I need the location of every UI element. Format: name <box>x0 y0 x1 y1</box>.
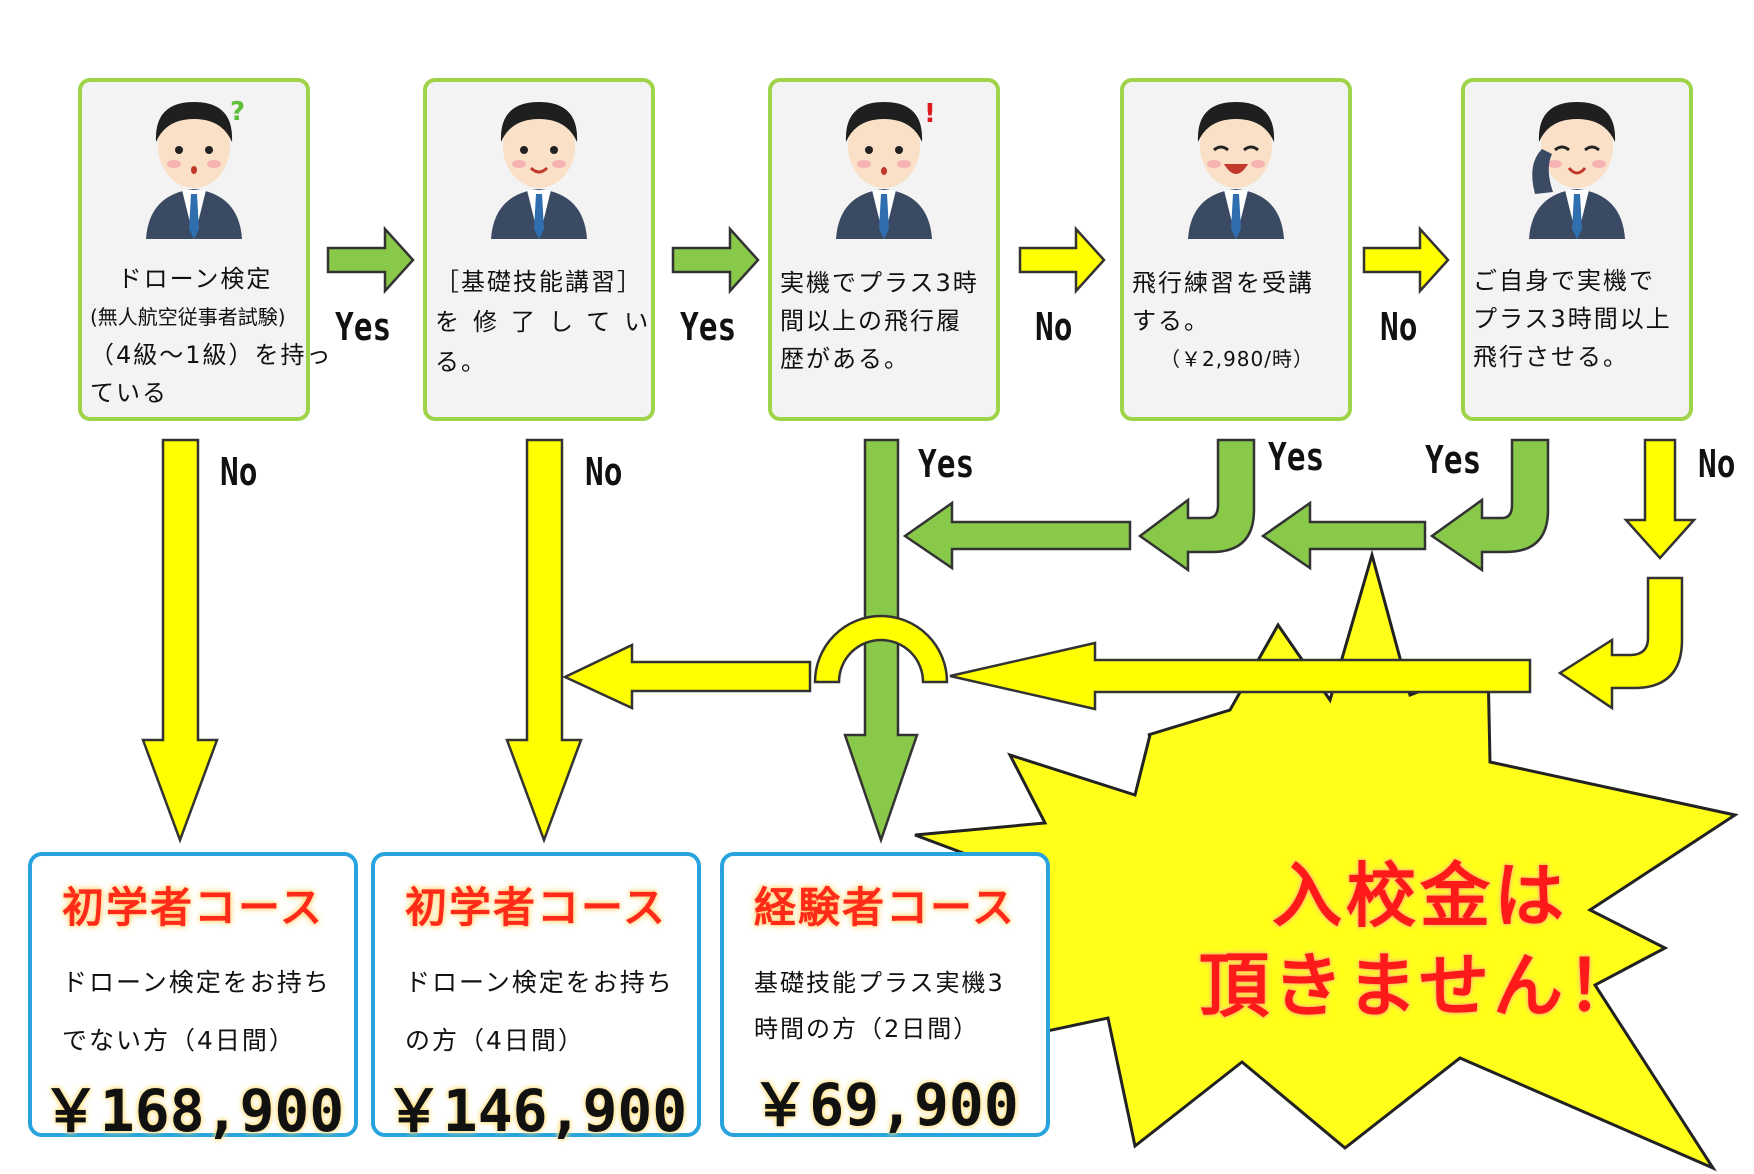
person-exclaim-icon: ! <box>836 99 936 239</box>
step-4-line-2: する。 <box>1132 307 1210 335</box>
label-yes-1: Yes <box>335 305 392 349</box>
label-no-1: No <box>220 450 258 494</box>
course-2-desc-2: の方（4日間） <box>405 1026 585 1055</box>
step-card-basic-training: ［基礎技能講習］ を修了してい る。 <box>423 78 655 421</box>
course-1-desc-2: でない方（4日間） <box>62 1026 296 1055</box>
step-2-line-2: を修了してい <box>435 308 663 336</box>
svg-text:!: ! <box>924 99 936 129</box>
step-5-line-3: 飛行させる。 <box>1473 343 1629 371</box>
course-3-desc-2: 時間の方（2日間） <box>754 1015 980 1043</box>
arrow-curve-no-5 <box>1557 576 1684 711</box>
person-wink-icon <box>1529 102 1625 239</box>
step-1-line-4: ている <box>90 379 168 407</box>
step-2-line-1: ［基礎技能講習］ <box>435 268 643 296</box>
arrow-bridge <box>813 614 949 684</box>
arrow-left-green-1 <box>902 500 1132 571</box>
course-2-price: ￥146,900 <box>384 1077 688 1145</box>
label-no-2: No <box>585 450 623 494</box>
burst-text-line-2: 頂きません！ <box>1199 945 1641 1027</box>
arrow-right-yes-1 <box>326 225 415 295</box>
label-yes-2: Yes <box>680 305 737 349</box>
person-smile-icon <box>491 102 587 239</box>
arrow-down-no-1 <box>141 438 219 844</box>
course-card-beginner-no-exam: 初学者コース ドローン検定をお持ち でない方（4日間） ￥168,900 <box>28 852 358 1145</box>
starburst <box>864 549 1739 1172</box>
course-2-title: 初学者コース <box>405 883 667 932</box>
course-1-desc-1: ドローン検定をお持ち <box>62 968 331 997</box>
course-card-experienced: 経験者コース 基礎技能プラス実機3 時間の方（2日間） ￥69,900 <box>720 852 1050 1139</box>
label-no-5: No <box>1698 442 1736 486</box>
arrow-left-yellow-long <box>949 641 1532 711</box>
step-card-flight-history: ! 実機でプラス3時 間以上の飛行履 歴がある。 <box>768 78 1000 421</box>
arrow-left-green-2 <box>1260 500 1427 571</box>
label-no-4: No <box>1380 305 1418 349</box>
arrow-right-no-2 <box>1362 225 1450 295</box>
course-2-desc-1: ドローン検定をお持ち <box>405 968 674 997</box>
step-1-line-2: (無人航空従事者試験) <box>90 305 286 329</box>
course-3-price: ￥69,900 <box>751 1071 1019 1139</box>
step-3-line-1: 実機でプラス3時 <box>780 269 979 297</box>
step-card-drone-exam: ? ドローン検定 (無人航空従事者試験) （4級～1級）を持っ ている <box>78 78 333 421</box>
arrow-down-no-2 <box>505 438 583 844</box>
arrow-left-yellow-short <box>562 643 812 710</box>
course-3-title: 経験者コース <box>754 883 1016 932</box>
label-yes-5: Yes <box>1425 438 1482 482</box>
course-1-title: 初学者コース <box>62 883 324 932</box>
step-card-self-flight: ご自身で実機で プラス3時間以上 飛行させる。 <box>1461 78 1693 421</box>
person-laugh-icon <box>1188 102 1284 239</box>
label-yes-3: Yes <box>918 442 975 486</box>
step-4-line-1: 飛行練習を受講 <box>1132 269 1314 297</box>
arrow-down-no-5 <box>1623 438 1697 560</box>
arrow-right-yes-2 <box>671 225 760 295</box>
arrow-right-no-1 <box>1018 225 1106 295</box>
label-no-3: No <box>1035 305 1073 349</box>
step-2-line-3: る。 <box>435 348 487 376</box>
step-1-line-3: （4級～1級）を持っ <box>90 341 333 369</box>
step-1-line-1: ドローン検定 <box>117 265 273 293</box>
step-5-line-1: ご自身で実機で <box>1473 267 1655 295</box>
burst-text-line-1: 入校金は <box>1272 855 1568 937</box>
course-3-desc-1: 基礎技能プラス実機3 <box>754 969 1005 997</box>
arrow-curve-yes-5 <box>1429 438 1550 573</box>
course-card-beginner-with-exam: 初学者コース ドローン検定をお持ち の方（4日間） ￥146,900 <box>371 852 701 1145</box>
step-3-line-3: 歴がある。 <box>780 345 910 373</box>
arrow-curve-yes-4 <box>1137 438 1256 573</box>
step-card-flight-practice: 飛行練習を受講 する。 （￥2,980/時） <box>1120 78 1352 421</box>
course-1-price: ￥168,900 <box>41 1077 345 1145</box>
step-5-line-2: プラス3時間以上 <box>1473 305 1672 333</box>
label-yes-4: Yes <box>1268 435 1325 479</box>
step-3-line-2: 間以上の飛行履 <box>780 307 962 335</box>
person-question-icon: ? <box>146 97 245 239</box>
step-4-line-3: （￥2,980/時） <box>1160 347 1314 371</box>
svg-text:?: ? <box>230 97 245 127</box>
